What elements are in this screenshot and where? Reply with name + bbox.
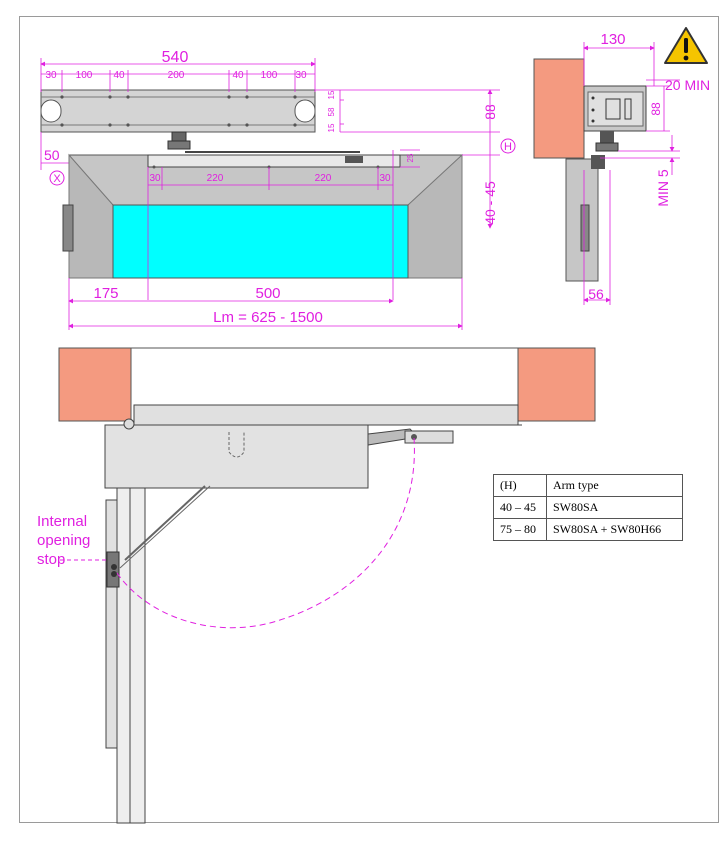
glass-panel <box>112 204 409 279</box>
dim-arm-220-right: 220 <box>315 173 332 184</box>
dim-seg-7: 30 <box>295 70 307 81</box>
table-row: 75 – 80 SW80SA + SW80H66 <box>493 518 683 541</box>
table-header-h: (H) <box>493 474 547 497</box>
table-header-row: (H) Arm type <box>493 474 683 497</box>
table-header-arm-type: Arm type <box>546 474 683 497</box>
dim-lm-range: Lm = 625 - 1500 <box>213 309 323 326</box>
dim-seg-5: 40 <box>232 70 244 81</box>
table-cell: 75 – 80 <box>493 518 547 541</box>
wall-right <box>517 347 596 422</box>
table-cell: 40 – 45 <box>493 496 547 519</box>
arm-track <box>133 404 519 426</box>
dim-500: 500 <box>255 285 280 302</box>
wall-left <box>58 347 132 422</box>
wall-section-side <box>533 58 585 159</box>
dim-seg-4: 200 <box>168 70 185 81</box>
dim-height-88: 88 <box>482 104 498 120</box>
dim-56: 56 <box>588 286 604 302</box>
dim-seg-6: 100 <box>261 70 278 81</box>
dim-seg-2: 100 <box>76 70 93 81</box>
dim-15-top: 15 <box>327 90 336 99</box>
stop-label-line2: opening <box>37 532 90 549</box>
x-symbol: X <box>53 173 61 185</box>
h-symbol: H <box>504 141 512 153</box>
dim-175: 175 <box>93 285 118 302</box>
dim-50: 50 <box>44 147 60 163</box>
dim-25: 25 <box>406 153 415 162</box>
warning-triangle-icon <box>664 27 708 64</box>
dim-arm-30-right: 30 <box>379 173 391 184</box>
table-cell: SW80SA + SW80H66 <box>546 518 683 541</box>
operator-body-plan <box>104 424 369 489</box>
dim-58: 58 <box>327 107 336 116</box>
operator-front-view <box>40 89 316 150</box>
dim-arm-30-left: 30 <box>149 173 161 184</box>
arm-type-table: (H) Arm type 40 – 45 SW80SA 75 – 80 SW80… <box>493 474 683 541</box>
dim-arm-220-left: 220 <box>207 173 224 184</box>
stop-label-line1: Internal <box>37 513 87 530</box>
table-row: 40 – 45 SW80SA <box>493 496 683 519</box>
stop-label-line3: stop <box>37 551 65 568</box>
dim-40-45: 40 - 45 <box>482 181 498 225</box>
table-cell: SW80SA <box>546 496 683 519</box>
dim-overall-width: 540 <box>162 49 189 66</box>
hinge-left <box>62 204 74 252</box>
dim-seg-3: 40 <box>113 70 125 81</box>
door-frame-front <box>62 151 463 279</box>
dim-88-side: 88 <box>649 102 663 116</box>
side-section-view <box>533 58 647 282</box>
drawing-frame <box>19 16 719 823</box>
dim-20-min: 20 MIN <box>665 77 710 93</box>
plan-view <box>58 347 596 824</box>
dim-130: 130 <box>600 31 625 48</box>
dim-15-bottom: 15 <box>327 123 336 132</box>
dim-seg-1: 30 <box>45 70 57 81</box>
dim-min-5: MIN 5 <box>655 169 671 207</box>
